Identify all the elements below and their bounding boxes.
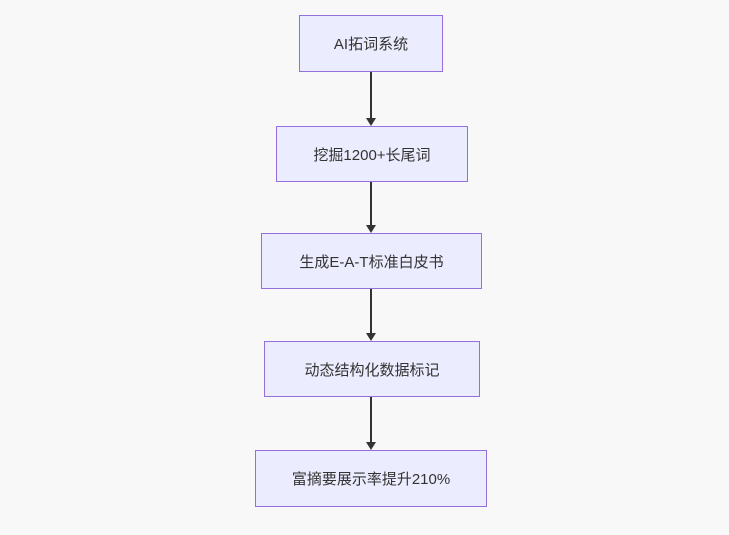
flow-node-step-4: 动态结构化数据标记 xyxy=(264,341,480,397)
flow-node-label: 动态结构化数据标记 xyxy=(304,361,440,379)
flow-node-step-5: 富摘要展示率提升210% xyxy=(255,450,487,507)
flow-node-label: 富摘要展示率提升210% xyxy=(291,471,451,488)
edge-connector-3-4 xyxy=(365,289,377,341)
arrowhead-down-icon xyxy=(366,118,376,126)
flow-node-label: AI拓词系统 xyxy=(333,36,409,53)
arrowhead-down-icon xyxy=(366,225,376,233)
flow-node-step-1: AI拓词系统 xyxy=(299,15,443,72)
arrowhead-down-icon xyxy=(366,333,376,341)
edge-connector-4-5 xyxy=(365,397,377,450)
edge-line xyxy=(370,397,372,443)
edge-connector-2-3 xyxy=(365,182,377,233)
flow-node-step-3: 生成E-A-T标准白皮书 xyxy=(261,233,482,289)
edge-line xyxy=(370,289,372,334)
flow-node-step-2: 挖掘1200+长尾词 xyxy=(276,126,468,182)
flow-node-label: 挖掘1200+长尾词 xyxy=(313,146,431,164)
edge-line xyxy=(370,72,372,119)
edge-connector-1-2 xyxy=(365,72,377,126)
arrowhead-down-icon xyxy=(366,442,376,450)
flow-node-label: 生成E-A-T标准白皮书 xyxy=(299,253,444,271)
edge-line xyxy=(370,182,372,226)
